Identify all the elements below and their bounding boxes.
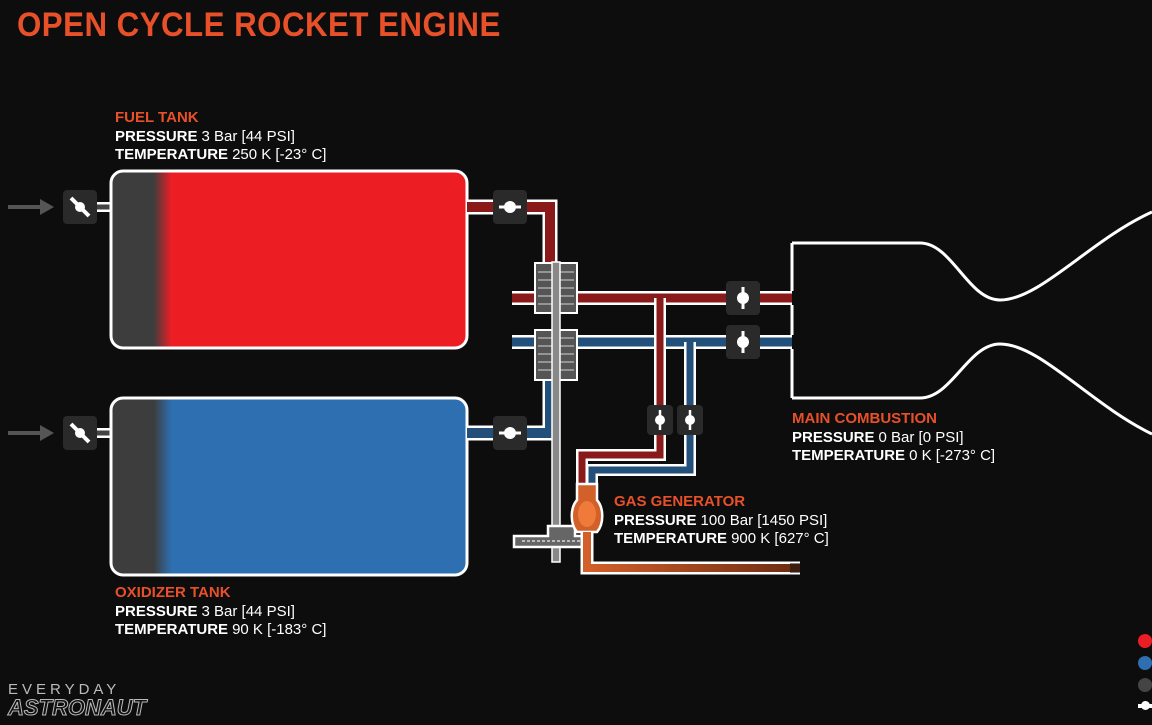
fuel-tank-pressure-value: 3 Bar [44 PSI] [201,127,295,145]
gg-fuel-valve-closed-icon[interactable] [647,405,673,435]
legend-gas-dot-icon [1138,678,1152,692]
oxidizer-inlet-arrow-icon [8,425,54,441]
oxidizer-tank-temperature-value: 90 K [-183° C] [232,621,327,638]
brand-logo: EVERYDAY ASTRONAUT [7,681,147,720]
gas-generator-heading: GAS GENERATOR [614,493,746,510]
legend-oxidizer-dot-icon [1138,656,1152,670]
oxidizer-inlet-valve-closed-icon[interactable] [63,416,97,450]
main-oxidizer-valve-closed-icon[interactable] [726,325,760,359]
oxidizer-tank-temperature-label: TEMPERATURE [115,621,229,638]
legend-valve-icon [1138,701,1152,710]
brand-line-2: ASTRONAUT [7,695,147,720]
oxidizer-outlet-valve-open-icon[interactable] [493,416,527,450]
page-title: OPEN CYCLE ROCKET ENGINE [17,6,501,44]
gg-fuel-line [576,298,666,484]
oxidizer-tank-pressure-label: PRESSURE [115,602,198,620]
oxidizer-tank-heading: OXIDIZER TANK [115,584,231,601]
turbopump [512,261,592,563]
gas-generator-pressure-value: 100 Bar [1450 PSI] [700,511,828,529]
fuel-inlet-arrow-icon [8,199,54,215]
main-combustion-chamber [790,210,1152,436]
main-combustion-heading: MAIN COMBUSTION [792,410,937,427]
main-combustion-pressure-value: 0 Bar [0 PSI] [878,428,964,446]
gas-generator-pressure-label: PRESSURE [614,511,697,529]
fuel-tank-temperature-label: TEMPERATURE [115,146,229,163]
main-combustion-temperature-label: TEMPERATURE [792,447,906,464]
fuel-outlet-valve-open-icon[interactable] [493,190,527,224]
exhaust-pipe [580,532,830,575]
fuel-tank-temperature-value: 250 K [-23° C] [232,146,327,163]
fuel-tank [109,169,469,350]
fuel-inlet-valve-closed-icon[interactable] [63,190,97,224]
fuel-tank-pressure-label: PRESSURE [115,127,198,145]
brand-line-1: EVERYDAY [8,681,121,698]
oxidizer-tank-pressure-value: 3 Bar [44 PSI] [201,602,295,620]
gas-generator-chamber [570,482,604,534]
gas-generator-temperature-label: TEMPERATURE [614,530,728,547]
legend [1138,634,1152,710]
main-fuel-valve-closed-icon[interactable] [726,281,760,315]
main-combustion-pressure-label: PRESSURE [792,428,875,446]
fuel-tank-heading: FUEL TANK [115,109,199,126]
main-combustion-temperature-value: 0 K [-273° C] [909,447,996,464]
legend-fuel-dot-icon [1138,634,1152,648]
gg-oxidizer-valve-closed-icon[interactable] [677,405,703,435]
gg-oxidizer-line [586,342,696,484]
oxidizer-tank [109,396,469,577]
gas-generator-temperature-value: 900 K [627° C] [731,530,829,547]
